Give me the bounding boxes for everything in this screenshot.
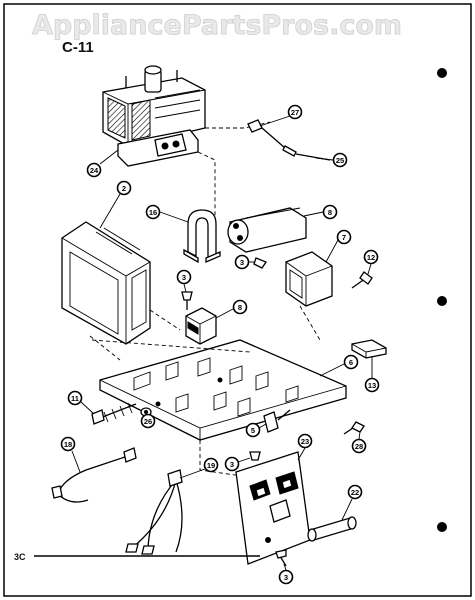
callout-number: 22	[351, 488, 359, 497]
callout-c19: 19	[203, 457, 219, 473]
callout-circle	[60, 436, 76, 452]
screw-28	[343, 421, 365, 435]
callout-c3c: 3	[224, 456, 240, 472]
callout-c5: 5	[245, 422, 261, 438]
callout-number: 3	[230, 460, 234, 469]
screw-12	[351, 271, 373, 289]
transformer	[61, 221, 151, 345]
callout-c8: 8	[322, 204, 338, 220]
fuse-clip	[263, 409, 291, 433]
callout-circle	[140, 413, 156, 429]
callout-circle	[116, 180, 132, 196]
magnetron-dash-lines	[197, 121, 271, 230]
callout-number: 27	[291, 108, 299, 117]
callout-c7: 7	[336, 229, 352, 245]
callout-number: 8	[328, 208, 332, 217]
callout-labels: 24 27 25 2 16 8 7 3 3 12 8 6 13 11 26 5 28 18 19 3 23 22 3	[60, 104, 380, 585]
callout-circle	[351, 438, 367, 454]
callout-circle	[332, 152, 348, 168]
callout-number: 12	[367, 253, 375, 262]
callout-circle	[336, 229, 352, 245]
callout-c8b: 8	[232, 299, 248, 315]
callout-c23: 23	[297, 433, 313, 449]
callout-number: 2	[122, 184, 126, 193]
callout-circle	[297, 433, 313, 449]
high-voltage-diode	[285, 251, 333, 307]
callout-c11: 11	[67, 390, 83, 406]
callout-c2: 2	[116, 180, 132, 196]
callout-circle	[278, 569, 294, 585]
callout-number: 24	[90, 166, 99, 175]
callout-circle	[343, 354, 359, 370]
wire-harness-19	[125, 469, 183, 555]
capacitor	[227, 207, 307, 253]
screw-3d	[275, 549, 287, 567]
watermark-text: AppliancePartsPros.com	[32, 10, 402, 41]
callout-number: 19	[207, 461, 215, 470]
page-border	[3, 3, 472, 597]
footer-code: 3C	[14, 552, 26, 562]
callout-circle	[234, 254, 250, 270]
callout-circle	[86, 162, 102, 178]
callout-number: 6	[349, 358, 353, 367]
callout-number: 3	[240, 258, 244, 267]
fuse-board	[235, 451, 311, 565]
callout-c3b: 3	[234, 254, 250, 270]
part-13	[351, 339, 387, 359]
callout-c16: 16	[145, 204, 161, 220]
capacitor-bracket	[183, 209, 221, 264]
callout-circle	[176, 269, 192, 285]
bolt-11	[91, 402, 137, 425]
callout-c22: 22	[347, 484, 363, 500]
callout-circle	[363, 249, 379, 265]
leader-lines	[71, 115, 373, 571]
callout-number: 3	[182, 273, 186, 282]
callout-c24: 24	[86, 162, 102, 178]
callout-circle	[203, 457, 219, 473]
callout-circle	[145, 204, 161, 220]
callout-number: 25	[336, 156, 344, 165]
callout-c28: 28	[351, 438, 367, 454]
callout-c3a: 3	[176, 269, 192, 285]
callout-circle	[224, 456, 240, 472]
magnetron	[102, 65, 206, 167]
callout-number: 3	[284, 573, 288, 582]
screw-3b	[253, 257, 267, 269]
transformer-dash-lines	[89, 309, 181, 361]
callout-number: 16	[149, 208, 157, 217]
base-plate	[99, 339, 347, 441]
callout-number: 23	[301, 437, 309, 446]
callout-number: 28	[355, 442, 363, 451]
callout-c27: 27	[287, 104, 303, 120]
callout-c13: 13	[364, 377, 380, 393]
page-code: C-11	[62, 39, 94, 56]
callout-number: 8	[238, 303, 242, 312]
callout-circle	[322, 204, 338, 220]
margin-dots	[437, 68, 447, 532]
callout-c26: 26	[140, 413, 156, 429]
callout-c12: 12	[363, 249, 379, 265]
callout-circle	[67, 390, 83, 406]
callout-circle	[245, 422, 261, 438]
callout-number: 5	[251, 426, 255, 435]
callout-c18: 18	[60, 436, 76, 452]
callout-circle	[232, 299, 248, 315]
terminal-block	[185, 307, 217, 345]
screw-3a	[181, 291, 193, 310]
screw-3c	[249, 451, 261, 461]
callout-number: 11	[71, 394, 79, 403]
callout-number: 13	[368, 381, 376, 390]
callout-number: 7	[342, 233, 346, 242]
callout-number: 26	[144, 417, 152, 426]
callout-circle	[287, 104, 303, 120]
callout-c6: 6	[343, 354, 359, 370]
callout-c25: 25	[332, 152, 348, 168]
callout-c3d: 3	[278, 569, 294, 585]
callout-circle	[347, 484, 363, 500]
fuse-22	[307, 516, 357, 542]
callout-number: 18	[64, 440, 72, 449]
wire-harness-18	[51, 447, 137, 503]
callout-circle	[364, 377, 380, 393]
